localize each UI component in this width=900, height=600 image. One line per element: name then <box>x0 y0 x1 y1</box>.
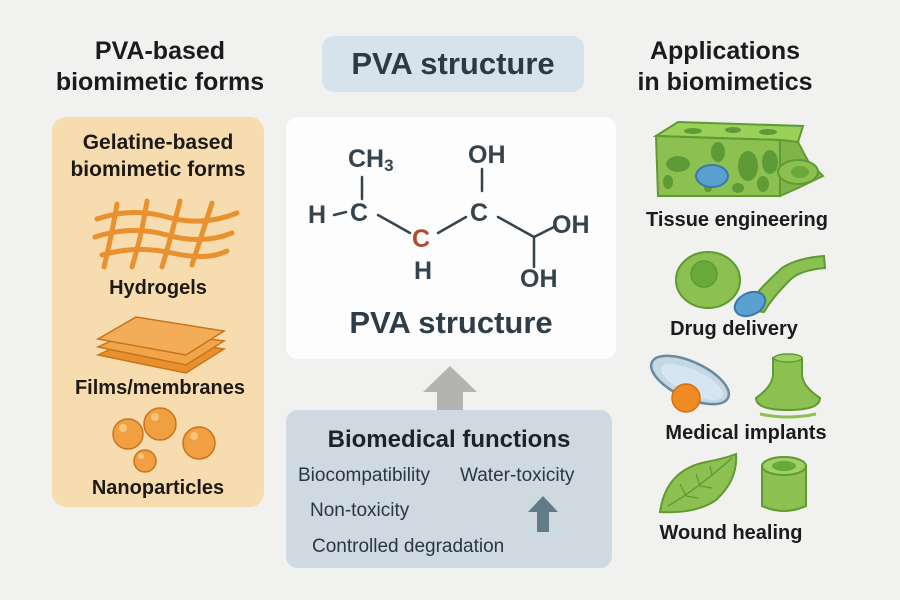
application-label-tissue-engineering: Tissue engineering <box>646 209 828 231</box>
functions-title: Biomedical functions <box>327 426 571 453</box>
form-label-nanoparticles: Nanoparticles <box>91 477 225 499</box>
right-heading-line2: in biomimetics <box>637 68 813 96</box>
gelatine-panel-title: Gelatine-based biomimetic forms <box>52 129 264 183</box>
function-item: Controlled degradation <box>312 536 505 557</box>
porous-scaffold-icon <box>652 120 825 198</box>
mesh-icon <box>92 198 240 270</box>
spheres-icon <box>112 407 216 473</box>
form-label-films: Films/membranes <box>74 377 246 399</box>
stacked-films-icon <box>95 316 227 374</box>
implant-icon <box>649 353 822 419</box>
center-title-pill: PVA structure <box>322 36 584 92</box>
atom-oh-right: OH <box>552 211 590 239</box>
application-label-medical-implants: Medical implants <box>665 422 827 444</box>
bond-lines <box>332 167 556 269</box>
left-column-heading: PVA-based biomimetic forms <box>40 36 280 98</box>
gelatine-forms-panel: Gelatine-based biomimetic forms Hydrogel… <box>52 117 264 507</box>
atom-h-left: H <box>308 201 327 229</box>
application-label-drug-delivery: Drug delivery <box>670 318 798 340</box>
function-item: Non-toxicity <box>310 500 410 521</box>
left-heading-line1: PVA-based <box>94 37 226 65</box>
atom-c2: C <box>470 199 489 227</box>
gelatine-panel-title-line1: Gelatine-based <box>82 131 234 154</box>
form-label-hydrogels: Hydrogels <box>109 277 207 299</box>
biomedical-functions-panel: Biomedical functions Biocompatibility Wa… <box>286 410 612 568</box>
right-column-heading: Applications in biomimetics <box>615 36 835 98</box>
atom-ch3: CH3 <box>348 145 394 175</box>
center-title: PVA structure <box>351 46 555 81</box>
left-heading-line2: biomimetic forms <box>55 68 265 96</box>
cells-icon <box>675 251 827 318</box>
gelatine-panel-title-line2: biomimetic forms <box>70 158 246 181</box>
atom-c-highlighted: C <box>412 225 431 253</box>
leaf-dressing-icon <box>658 452 807 514</box>
atom-c1: C <box>350 199 369 227</box>
up-arrow-icon <box>423 366 477 412</box>
structure-caption: PVA structure <box>349 305 553 340</box>
atom-h-bottom: H <box>414 257 433 285</box>
atom-oh-bottom: OH <box>520 265 558 293</box>
function-item: Water-toxicity <box>460 465 575 486</box>
application-label-wound-healing: Wound healing <box>659 522 803 544</box>
right-heading-line1: Applications <box>649 37 800 65</box>
function-item: Biocompatibility <box>298 465 430 486</box>
small-up-arrow-icon <box>528 496 558 532</box>
pva-structure-card: CH3 H C C H C OH OH OH PVA structure <box>286 117 616 359</box>
atom-oh-top: OH <box>468 141 506 169</box>
